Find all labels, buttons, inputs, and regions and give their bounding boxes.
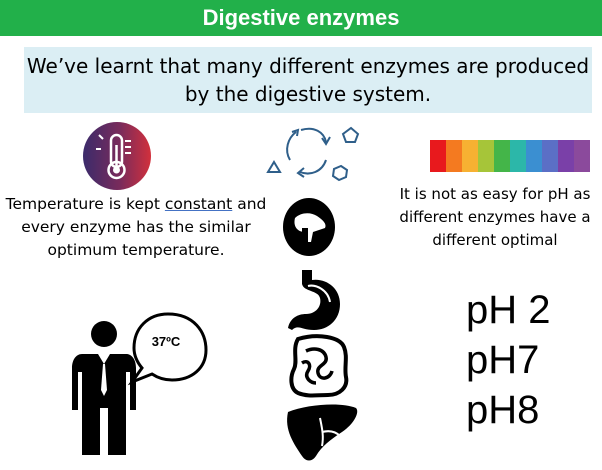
ph-values: pH 2 pH7 pH8 (466, 285, 602, 435)
ph-value-3: pH8 (466, 388, 540, 432)
enzyme-cycle-icon (266, 126, 360, 182)
pancreas-icon (283, 198, 335, 256)
intestine-icon (289, 334, 349, 398)
ph-spectrum-segment (478, 140, 494, 172)
ph-spectrum-segment (526, 140, 542, 172)
ph-spectrum-segment (430, 140, 446, 172)
ph-text: It is not as easy for pH as different en… (399, 185, 591, 249)
page-title: Digestive enzymes (202, 5, 400, 30)
liver-icon (287, 404, 358, 461)
ph-spectrum-segment (510, 140, 526, 172)
ph-spectrum-segment (494, 140, 510, 172)
ph-spectrum-segment (542, 140, 558, 172)
stomach-icon (288, 270, 340, 330)
ph-value-1: pH 2 (466, 288, 551, 332)
ph-spectrum-segment (462, 140, 478, 172)
ph-spectrum-segment (558, 140, 574, 172)
intro-text: We’ve learnt that many different enzymes… (26, 54, 590, 106)
ph-spectrum-segment (574, 140, 590, 172)
person-icon (72, 312, 208, 455)
underlined-word: constant (164, 195, 233, 213)
ph-spectrum-segment (446, 140, 462, 172)
ph-value-2: pH7 (466, 338, 540, 382)
bubble-label: 37ºC (151, 334, 181, 349)
header-bar: Digestive enzymes (0, 0, 602, 36)
intro-box: We’ve learnt that many different enzymes… (24, 47, 592, 113)
thermometer-icon (83, 122, 151, 190)
temperature-text: Temperature is kept constant and every e… (5, 195, 267, 259)
ph-spectrum (430, 140, 590, 172)
